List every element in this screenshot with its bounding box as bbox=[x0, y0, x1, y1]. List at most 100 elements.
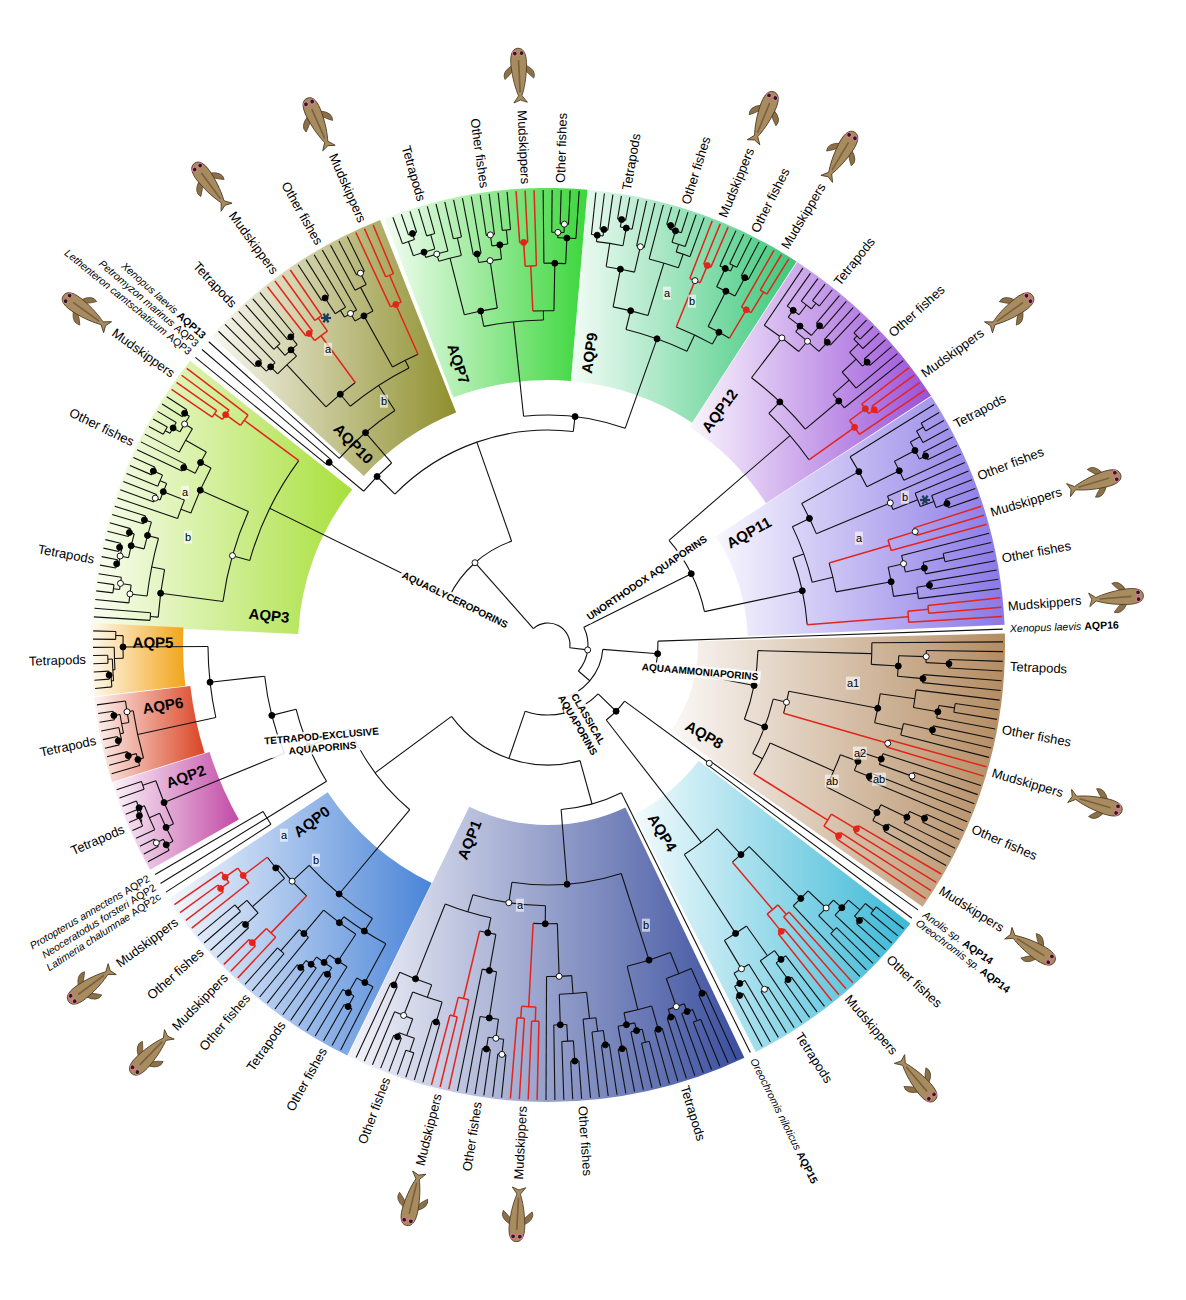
tree-branch bbox=[297, 965, 304, 970]
fish-eye bbox=[1115, 803, 1121, 809]
fish-stripe bbox=[73, 302, 99, 321]
clade-group-label: Other fishes bbox=[748, 166, 792, 235]
fish-eye bbox=[67, 992, 74, 999]
node-support-dot bbox=[521, 239, 527, 245]
mudskipper-icon bbox=[120, 1024, 180, 1084]
clade-name: AQP5 bbox=[133, 635, 174, 652]
node-support-dot bbox=[357, 270, 363, 276]
fish-body bbox=[126, 1029, 175, 1079]
node-support-dot bbox=[160, 489, 166, 495]
fish-stripe bbox=[1079, 799, 1110, 808]
tree-branch bbox=[344, 1004, 352, 1008]
node-support-dot bbox=[817, 323, 823, 329]
node-support-dot bbox=[602, 1042, 608, 1048]
fish-stripe bbox=[1017, 939, 1044, 956]
node-support-dot bbox=[564, 235, 570, 241]
node-support-dot bbox=[120, 644, 126, 650]
clade-group-label: Mudskippers bbox=[989, 485, 1064, 520]
tree-branch bbox=[263, 811, 271, 824]
node-support-dot bbox=[478, 308, 484, 314]
node-support-dot bbox=[198, 460, 204, 466]
node-support-dot bbox=[421, 249, 427, 255]
clade-name: AQP9 bbox=[579, 332, 601, 375]
node-support-dot bbox=[497, 242, 503, 248]
clade-group-label: Tetrapods bbox=[29, 653, 87, 669]
node-support-dot bbox=[737, 992, 743, 998]
node-support-dot bbox=[634, 1028, 640, 1034]
node-support-dot bbox=[646, 957, 652, 963]
node-support-dot bbox=[613, 708, 619, 714]
aquaporin-group-label: AQUAGLYCEROPORINS bbox=[398, 568, 511, 631]
tree-branch bbox=[816, 323, 822, 328]
fish-eye bbox=[309, 98, 315, 104]
tree-branch bbox=[218, 885, 223, 892]
gene-name: AQP15 bbox=[795, 1149, 821, 1185]
node-support-dot bbox=[742, 275, 748, 281]
fish-body bbox=[508, 1187, 527, 1242]
tree-branch bbox=[395, 430, 573, 494]
tree-branch bbox=[322, 296, 329, 301]
node-support-dot bbox=[722, 266, 728, 272]
tree-branch bbox=[324, 972, 331, 977]
tree-branch bbox=[208, 647, 216, 718]
gene-name: AQP16 bbox=[1084, 619, 1119, 632]
tree-branch bbox=[598, 694, 616, 711]
fish-body bbox=[300, 95, 336, 151]
node-support-dot bbox=[738, 966, 744, 972]
gene-name: AQP14 bbox=[978, 966, 1012, 996]
node-support-dot bbox=[153, 840, 159, 846]
node-support-dot bbox=[762, 724, 768, 730]
aquaporin-clade-band: AQP5 bbox=[91, 623, 187, 698]
node-support-dot bbox=[862, 406, 868, 412]
node-support-dot bbox=[561, 221, 567, 227]
band-shape bbox=[112, 752, 240, 871]
fish-eye bbox=[931, 1091, 938, 1098]
node-support-dot bbox=[601, 227, 607, 233]
node-support-dot bbox=[136, 805, 142, 811]
node-support-dot bbox=[322, 295, 328, 301]
node-support-dot bbox=[326, 459, 332, 465]
node-support-dot bbox=[704, 263, 710, 269]
clade-name: AQP12 bbox=[698, 386, 740, 435]
fish-body bbox=[894, 1054, 941, 1106]
aquaporin-clade-band: AQP1 bbox=[348, 806, 746, 1103]
fish-body bbox=[64, 963, 117, 1008]
tree-branch bbox=[578, 671, 589, 681]
fish-eye bbox=[1045, 959, 1052, 966]
clade-group-label: Other fishes bbox=[886, 283, 948, 341]
fish-stripe bbox=[1078, 478, 1109, 487]
fish-eye bbox=[766, 92, 772, 98]
mudskipper-icon bbox=[293, 92, 343, 154]
aquaporin-clade-band: AQP2 bbox=[112, 752, 240, 871]
node-support-dot bbox=[929, 727, 935, 733]
node-letter: a bbox=[181, 486, 189, 499]
node-support-dot bbox=[883, 825, 889, 831]
node-support-dot bbox=[904, 814, 910, 820]
node-support-dot bbox=[673, 1004, 679, 1010]
node-support-dot bbox=[301, 931, 307, 937]
aquaporin-clade-band: AQP7 bbox=[384, 188, 589, 399]
node-support-dot bbox=[393, 302, 399, 308]
node-support-dot bbox=[152, 495, 158, 501]
node-letter: a bbox=[516, 899, 524, 912]
tree-branch bbox=[377, 477, 395, 495]
clade-name: AQP4 bbox=[644, 812, 679, 856]
node-support-dot bbox=[783, 699, 789, 705]
node-support-dot bbox=[222, 874, 228, 880]
tree-branch bbox=[115, 632, 116, 640]
clade-group-label: Other fishes bbox=[1001, 539, 1073, 566]
node-support-dot bbox=[654, 336, 660, 342]
node-support-dot bbox=[628, 308, 634, 314]
node-support-dot bbox=[751, 682, 757, 688]
tree-branch bbox=[449, 541, 511, 596]
node-support-dot bbox=[655, 651, 661, 657]
node-support-dot bbox=[413, 976, 419, 982]
node-support-dot bbox=[871, 407, 877, 413]
fish-eye bbox=[852, 135, 859, 142]
fish-body bbox=[984, 289, 1037, 334]
tree-branch bbox=[327, 460, 331, 465]
clade-group-label: Other fishes bbox=[461, 1101, 486, 1172]
fish-body bbox=[510, 48, 528, 103]
clade-group-label: Mudskippers bbox=[512, 1106, 530, 1180]
